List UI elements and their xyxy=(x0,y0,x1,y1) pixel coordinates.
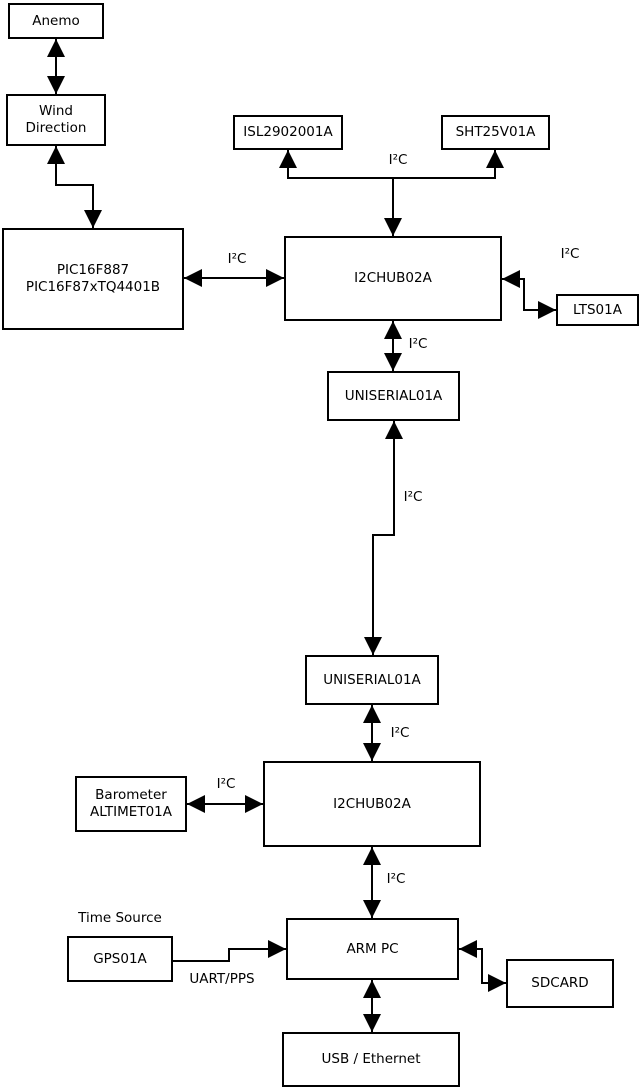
node-gps: GPS01A xyxy=(67,936,173,982)
edge-wind-pic xyxy=(47,146,102,228)
label-time-source: Time Source xyxy=(78,910,162,926)
label-i2c-hub1-uniserial: I²C xyxy=(408,336,428,352)
node-lts: LTS01A xyxy=(556,294,639,326)
edge-hub1-lts xyxy=(502,270,556,319)
label-i2c-pic-hub1: I²C xyxy=(227,251,247,267)
node-usb-ethernet: USB / Ethernet xyxy=(282,1032,460,1087)
edge-gps-armpc xyxy=(173,940,286,962)
node-uniserial-2: UNISERIAL01A xyxy=(305,655,439,705)
label-uart-pps: UART/PPS xyxy=(189,971,255,987)
label-i2c-isl-sht: I²C xyxy=(388,152,408,168)
node-wind-direction: Wind Direction xyxy=(6,94,106,146)
node-i2chub-2: I2CHUB02A xyxy=(263,761,481,847)
node-pic: PIC16F887 PIC16F87xTQ4401B xyxy=(2,228,184,330)
node-sht: SHT25V01A xyxy=(441,115,550,150)
node-sdcard: SDCARD xyxy=(506,959,614,1008)
label-i2c-hub1-lts: I²C xyxy=(560,246,580,262)
edge-armpc-sdcard xyxy=(459,940,506,992)
node-i2chub-1: I2CHUB02A xyxy=(284,236,502,321)
label-i2c-hub2-armpc: I²C xyxy=(386,871,406,887)
node-barometer: Barometer ALTIMET01A xyxy=(75,776,187,832)
node-isl: ISL2902001A xyxy=(233,115,343,150)
node-arm-pc: ARM PC xyxy=(286,918,459,980)
label-i2c-uniserial2-hub2: I²C xyxy=(390,725,410,741)
edge-uniserial1-uniserial2 xyxy=(364,421,403,655)
edge-branch-isl xyxy=(279,150,393,179)
node-anemo: Anemo xyxy=(8,3,104,39)
edge-branch-sht xyxy=(393,150,504,179)
node-uniserial-1: UNISERIAL01A xyxy=(327,371,460,421)
label-i2c-barometer-hub2: I²C xyxy=(216,776,236,792)
label-i2c-uniserial-link: I²C xyxy=(403,489,423,505)
